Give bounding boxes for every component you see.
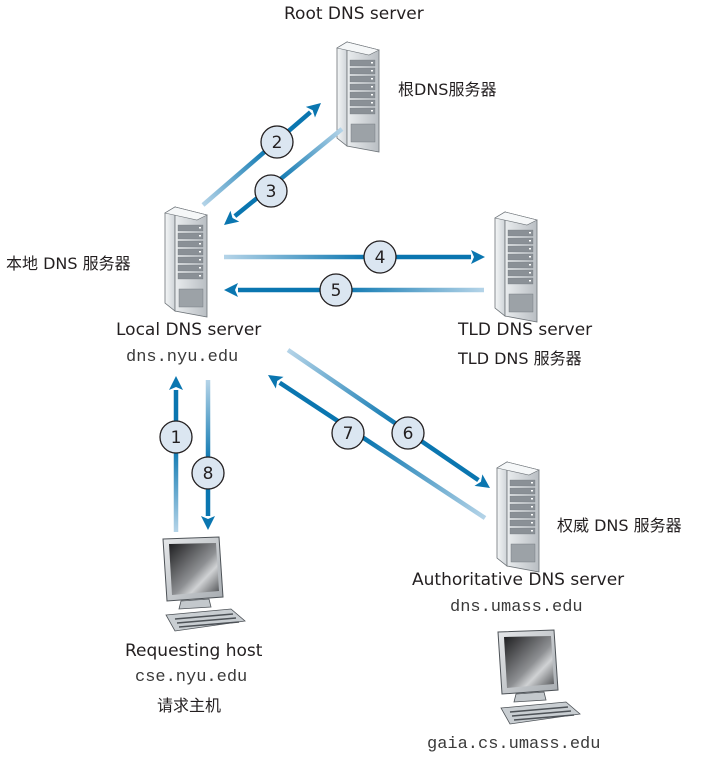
authoritative-dns-server-icon: [496, 461, 540, 573]
local-dns-server-label: Local DNS server: [116, 320, 262, 340]
query-arrows: [169, 103, 490, 532]
arrowhead-step-1: [169, 376, 183, 390]
step-number: 8: [203, 464, 214, 484]
authoritative-dns-hostname: dns.umass.edu: [450, 598, 583, 617]
arrowhead-step-8: [201, 516, 215, 530]
step-marker-8: 8: [191, 456, 225, 490]
arrow-step-2: [201, 110, 312, 207]
root-dns-server-label: Root DNS server: [284, 4, 424, 24]
requesting-host-hostname: cse.nyu.edu: [135, 668, 248, 687]
authoritative-dns-server-cn-label: 权威 DNS 服务器: [557, 516, 682, 535]
tld-dns-server-cn-label: TLD DNS 服务器: [458, 349, 582, 368]
authoritative-dns-server-label: Authoritative DNS server: [412, 570, 625, 590]
step-marker-3: 3: [254, 174, 288, 208]
arrow-step-6: [286, 348, 480, 482]
step-number: 2: [272, 133, 283, 153]
arrowhead-step-6: [474, 474, 490, 488]
step-marker-6: 6: [391, 416, 425, 450]
step-marker-4: 4: [363, 240, 397, 274]
step-marker-2: 2: [260, 125, 294, 159]
step-circle: [254, 174, 288, 208]
arrowhead-step-2: [305, 103, 321, 118]
target-host-computer-icon: [497, 629, 581, 725]
step-circle: [260, 125, 294, 159]
step-number: 7: [343, 424, 354, 444]
local-dns-hostname: dns.nyu.edu: [126, 348, 239, 367]
arrowhead-step-5: [224, 283, 238, 297]
arrowhead-step-7: [268, 375, 284, 389]
step-marker-5: 5: [319, 273, 353, 307]
step-number: 3: [266, 182, 277, 202]
step-marker-7: 7: [331, 416, 365, 450]
arrow-step-3: [233, 127, 344, 218]
step-number: 1: [171, 428, 182, 448]
local-dns-server-cn-label: 本地 DNS 服务器: [6, 254, 131, 273]
step-number: 6: [403, 424, 414, 444]
tld-dns-server-label: TLD DNS server: [458, 320, 593, 340]
step-marker-1: 1: [159, 420, 193, 454]
root-dns-server-cn-label: 根DNS服务器: [398, 80, 497, 99]
target-hostname: gaia.cs.umass.edu: [427, 735, 601, 754]
step-circle: [191, 456, 225, 490]
arrow-step-7: [278, 380, 487, 520]
local-dns-server-icon: [164, 206, 208, 318]
step-circle: [331, 416, 365, 450]
requesting-host-cn-label: 请求主机: [157, 696, 222, 715]
step-circle: [391, 416, 425, 450]
tld-dns-server-icon: [494, 211, 538, 323]
requesting-host-label: Requesting host: [125, 641, 263, 661]
step-number: 5: [331, 281, 342, 301]
arrowhead-step-3: [224, 210, 240, 225]
requesting-host-computer-icon: [162, 536, 246, 632]
arrowhead-step-4: [471, 250, 485, 264]
step-number: 4: [375, 248, 386, 268]
step-markers: 1 2 3 4 5 6 7 8: [159, 125, 425, 490]
step-circle: [159, 420, 193, 454]
step-circle: [363, 240, 397, 274]
step-circle: [319, 273, 353, 307]
root-dns-server-icon: [336, 41, 380, 153]
